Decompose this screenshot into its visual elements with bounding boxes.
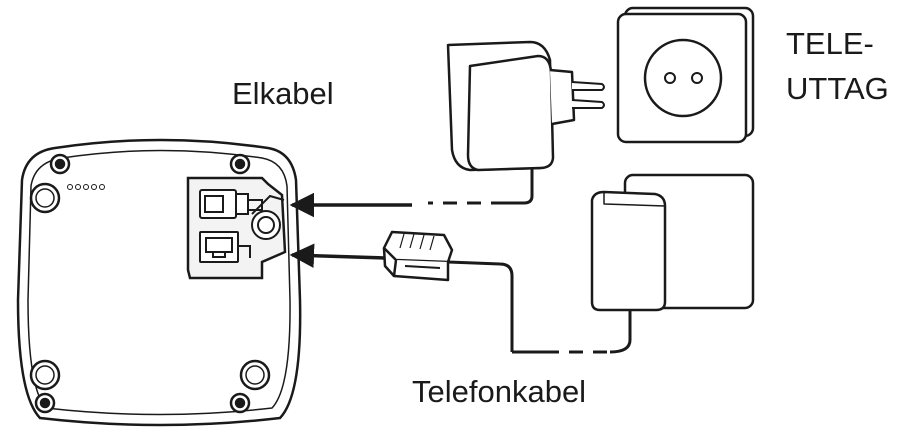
foot-top-left bbox=[29, 182, 61, 214]
connector-panel bbox=[186, 176, 287, 280]
power-adapter bbox=[446, 40, 605, 172]
phone-cable-arrow bbox=[289, 243, 385, 268]
phone-cable-plug-to-loop bbox=[447, 260, 514, 352]
base-station bbox=[16, 138, 302, 427]
foot-bottom-left bbox=[29, 359, 61, 391]
label-power-cable: Elkabel bbox=[232, 76, 334, 111]
phone-jack bbox=[199, 231, 251, 263]
telephone-jack-box bbox=[590, 190, 667, 312]
wall-socket bbox=[616, 6, 755, 144]
power-adapter-prong-top bbox=[571, 81, 605, 91]
power-adapter-prong-bottom bbox=[571, 99, 605, 109]
phone-cable-to-jack bbox=[609, 310, 632, 354]
telephone-jack-box-side bbox=[603, 192, 666, 207]
label-phone-cable: Telefonkabel bbox=[412, 374, 586, 409]
label-wall-socket-line2: UTTAG bbox=[786, 71, 889, 106]
screw-bottom-right bbox=[229, 392, 251, 414]
cable-clip bbox=[251, 194, 285, 240]
screw-top-right bbox=[229, 153, 251, 175]
cables bbox=[289, 168, 632, 354]
telephone-wall-jack bbox=[590, 173, 755, 312]
power-cable-solid bbox=[505, 168, 534, 205]
indicator-dots bbox=[67, 184, 105, 190]
power-jack bbox=[199, 189, 263, 219]
label-wall-socket-line1: TELE- bbox=[786, 26, 874, 61]
power-adapter-front bbox=[466, 54, 555, 172]
wall-socket-hole-right bbox=[691, 72, 703, 84]
wall-socket-recess bbox=[643, 38, 723, 118]
screw-bottom-left bbox=[34, 392, 56, 414]
screw-top-left bbox=[49, 153, 71, 175]
wall-socket-hole-left bbox=[664, 72, 676, 84]
foot-bottom-right bbox=[239, 359, 271, 391]
telephone-plug bbox=[382, 230, 454, 282]
power-adapter-connector bbox=[549, 68, 576, 126]
